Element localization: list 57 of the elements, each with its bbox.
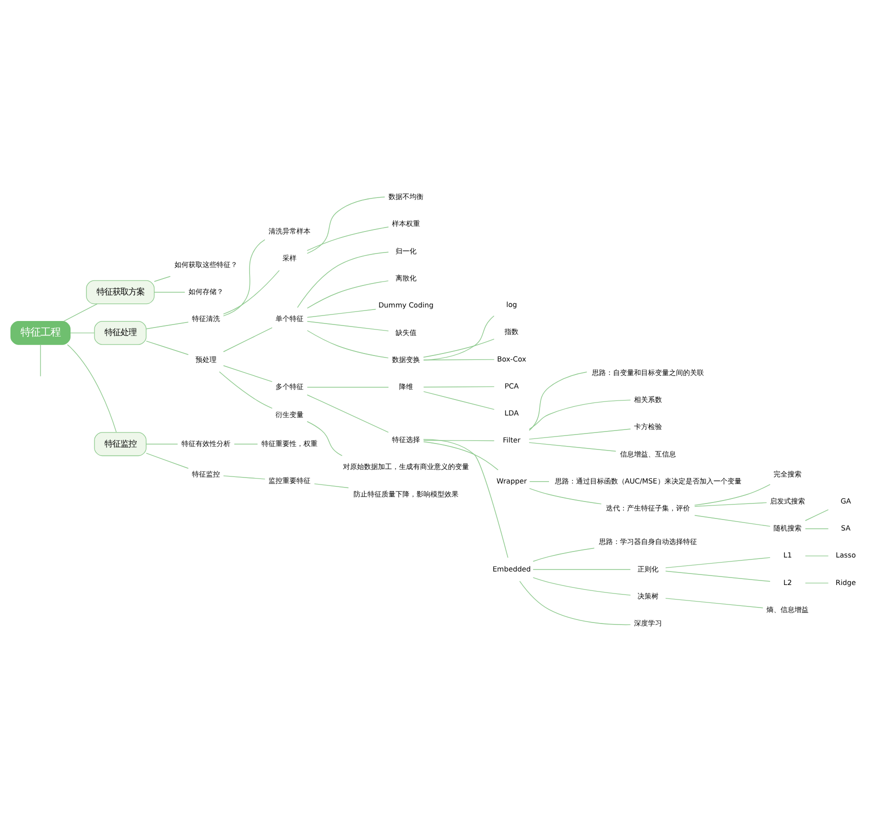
connector	[804, 528, 829, 530]
connector	[532, 569, 631, 570]
connector	[423, 391, 495, 410]
connector	[306, 196, 386, 254]
connector	[306, 280, 389, 309]
connector	[306, 386, 389, 388]
connector	[529, 481, 550, 482]
connector	[532, 577, 631, 596]
connector	[423, 441, 498, 470]
connector	[40, 344, 41, 377]
connector	[219, 371, 273, 409]
connector	[423, 359, 495, 360]
connector	[694, 484, 770, 506]
connector	[528, 400, 631, 430]
connector	[223, 475, 266, 480]
connector	[423, 386, 495, 388]
connector	[532, 548, 595, 562]
connector	[70, 332, 95, 334]
connector	[528, 428, 631, 440]
node-box: 特征获取方案	[86, 280, 155, 304]
connector	[306, 308, 376, 318]
connector	[314, 483, 349, 488]
connector	[63, 304, 98, 322]
connector	[804, 509, 829, 521]
connector	[223, 365, 272, 382]
connector	[223, 239, 266, 316]
connector	[146, 452, 189, 469]
connector	[694, 502, 767, 507]
connector	[146, 340, 189, 355]
connector	[694, 515, 770, 527]
connector	[306, 421, 342, 456]
connector	[306, 394, 389, 433]
connector	[423, 338, 494, 358]
connector	[154, 276, 171, 282]
connector	[804, 582, 829, 584]
node-box: 特征监控	[94, 432, 146, 456]
connector	[146, 322, 189, 330]
connector	[519, 580, 631, 626]
connector	[306, 321, 389, 332]
connector	[223, 327, 272, 352]
connector	[665, 598, 764, 608]
connector	[423, 440, 495, 442]
connector	[154, 292, 186, 293]
connector	[306, 226, 389, 251]
connector	[306, 330, 389, 358]
node-box: 特征处理	[94, 320, 146, 345]
connector	[528, 372, 588, 431]
connector	[528, 442, 616, 452]
connector	[529, 488, 602, 504]
node-box: 特征工程	[10, 320, 71, 345]
connector	[223, 270, 280, 314]
connector	[665, 557, 770, 568]
connector	[67, 344, 117, 433]
connector	[665, 570, 770, 582]
connector	[297, 252, 389, 308]
connector	[423, 438, 508, 558]
connector	[423, 316, 494, 361]
